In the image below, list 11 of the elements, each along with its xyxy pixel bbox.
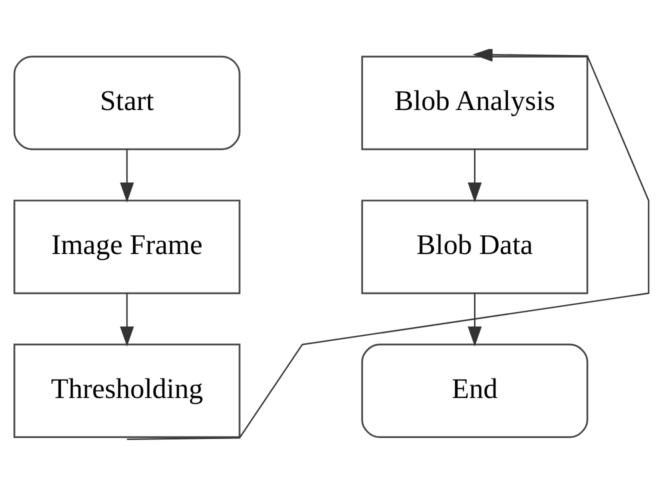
node-box: Start: [14, 55, 240, 150]
arrow: [120, 292, 134, 346]
node-box: Thresholding: [14, 343, 240, 438]
arrow: [468, 292, 482, 346]
node-box: Blob Analysis: [361, 55, 588, 150]
node-box: Blob Data: [361, 199, 588, 294]
arrow: [120, 148, 134, 202]
arrow: [468, 148, 482, 202]
node-box: End: [361, 343, 588, 438]
arrow: [126, 48, 650, 440]
node-box: Image Frame: [14, 199, 240, 294]
